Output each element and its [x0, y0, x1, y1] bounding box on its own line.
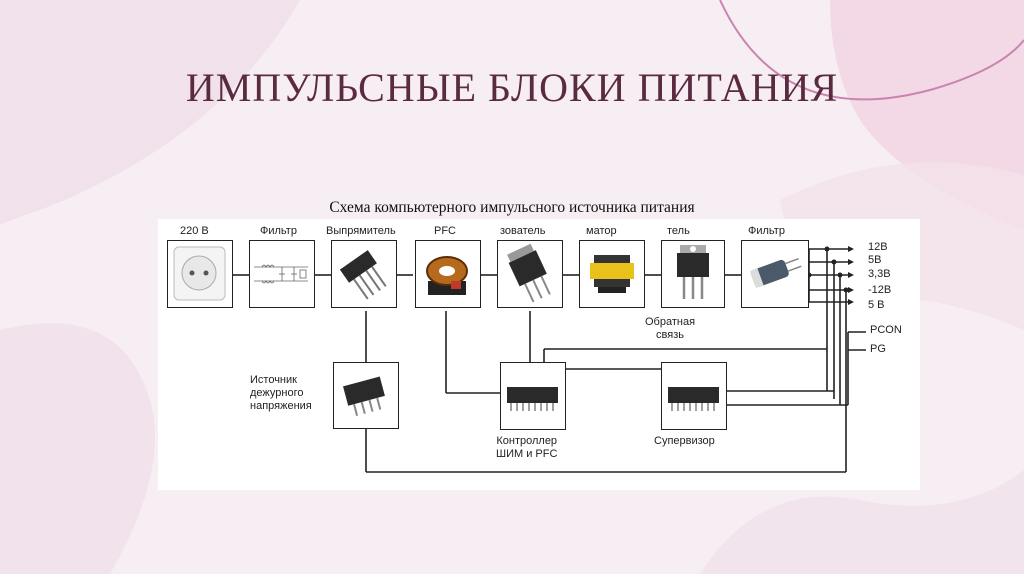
- output-5v: 5В: [868, 254, 882, 266]
- power-socket-icon: [173, 246, 226, 301]
- ic-chip-icon: [507, 387, 558, 411]
- label-rectifier: Выпрямитель: [326, 225, 396, 237]
- dip-chip-icon: [343, 376, 385, 417]
- diagram-caption: Схема компьютерного импульсного источник…: [329, 199, 695, 216]
- supervisor-block: [661, 362, 727, 430]
- label-pfc: PFC: [434, 225, 456, 237]
- label-rectifier-2: тель: [667, 225, 690, 237]
- signal-pg: PG: [870, 343, 886, 355]
- socket-block: [167, 240, 233, 308]
- label-220v: 220 В: [180, 225, 209, 237]
- standby-source-label: Источник дежурного напряжения: [250, 374, 312, 412]
- pwm-controller-block: [500, 362, 566, 430]
- label-transformer: матор: [586, 225, 617, 237]
- capacitor-icon: [749, 258, 802, 289]
- feedback-label: Обратная связь: [645, 316, 696, 341]
- slide-title: ИМПУЛЬСНЫЕ БЛОКИ ПИТАНИЯ: [185, 65, 839, 110]
- filter-2-block: [741, 240, 809, 308]
- output-5v-standby: 5 В: [868, 299, 885, 311]
- output-3-3v: 3,3В: [868, 268, 891, 280]
- ic-chip-icon: [668, 387, 719, 411]
- filter-schematic-icon: [254, 264, 308, 284]
- label-filter-2: Фильтр: [748, 225, 785, 237]
- transistor-icon: [507, 243, 551, 303]
- transformer-block: [579, 240, 645, 308]
- signal-pcon: PCON: [870, 324, 902, 336]
- rectifier-block: [331, 240, 397, 308]
- diode-bridge-icon: [339, 250, 387, 300]
- filter-1-block: [249, 240, 315, 308]
- rectifier-2-block: [661, 240, 725, 308]
- transformer-icon: [590, 255, 634, 293]
- label-filter-1: Фильтр: [260, 225, 297, 237]
- wiring: [233, 246, 866, 473]
- output-minus-12v: -12В: [868, 284, 892, 296]
- output-12v: 12В: [868, 241, 888, 253]
- converter-block: [497, 240, 563, 308]
- toroid-inductor-icon: [426, 256, 468, 295]
- pwm-controller-label: Контроллер ШИМ и PFC: [496, 435, 558, 460]
- pfc-block: [415, 240, 481, 308]
- diagram-panel: 220 В Фильтр Выпрямитель PFC зователь ма…: [158, 219, 920, 490]
- schottky-diode-icon: [677, 245, 709, 299]
- label-converter: зователь: [500, 225, 546, 237]
- standby-source-block: [333, 362, 399, 429]
- supervisor-label: Супервизор: [654, 435, 715, 447]
